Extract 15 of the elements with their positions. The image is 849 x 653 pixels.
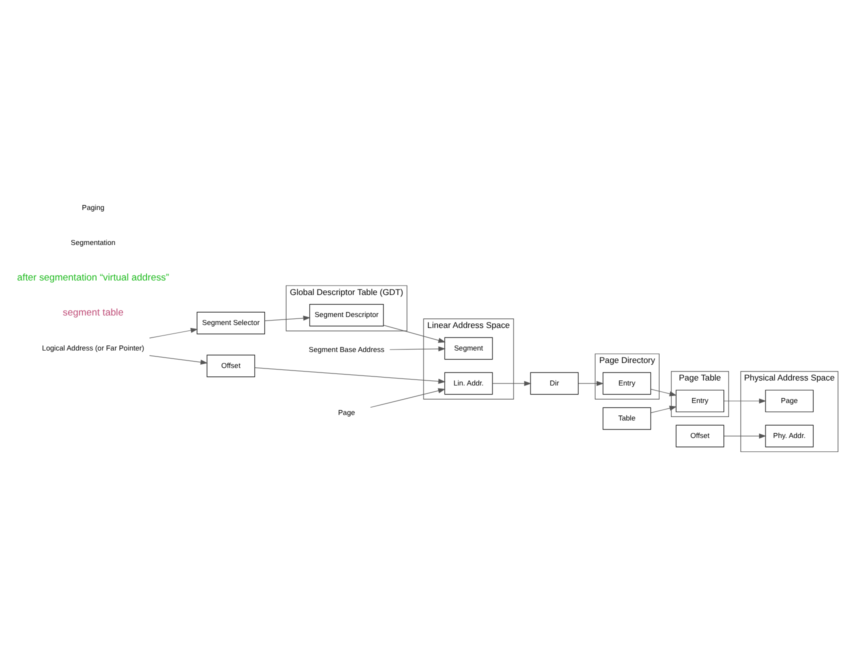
arrow xyxy=(650,388,677,396)
arrow xyxy=(724,433,766,438)
arrow xyxy=(492,380,532,386)
arrow xyxy=(149,354,208,364)
label: segment table xyxy=(62,307,124,318)
arrow xyxy=(578,380,604,386)
arrow xyxy=(254,366,446,384)
arrow xyxy=(724,398,766,404)
arrow xyxy=(149,327,198,338)
arrow xyxy=(389,346,446,351)
label: after segmentation “virtual address” xyxy=(17,272,170,284)
arrow xyxy=(370,388,446,408)
arrow xyxy=(650,405,677,413)
arrow xyxy=(383,324,446,342)
arrow xyxy=(264,315,311,321)
